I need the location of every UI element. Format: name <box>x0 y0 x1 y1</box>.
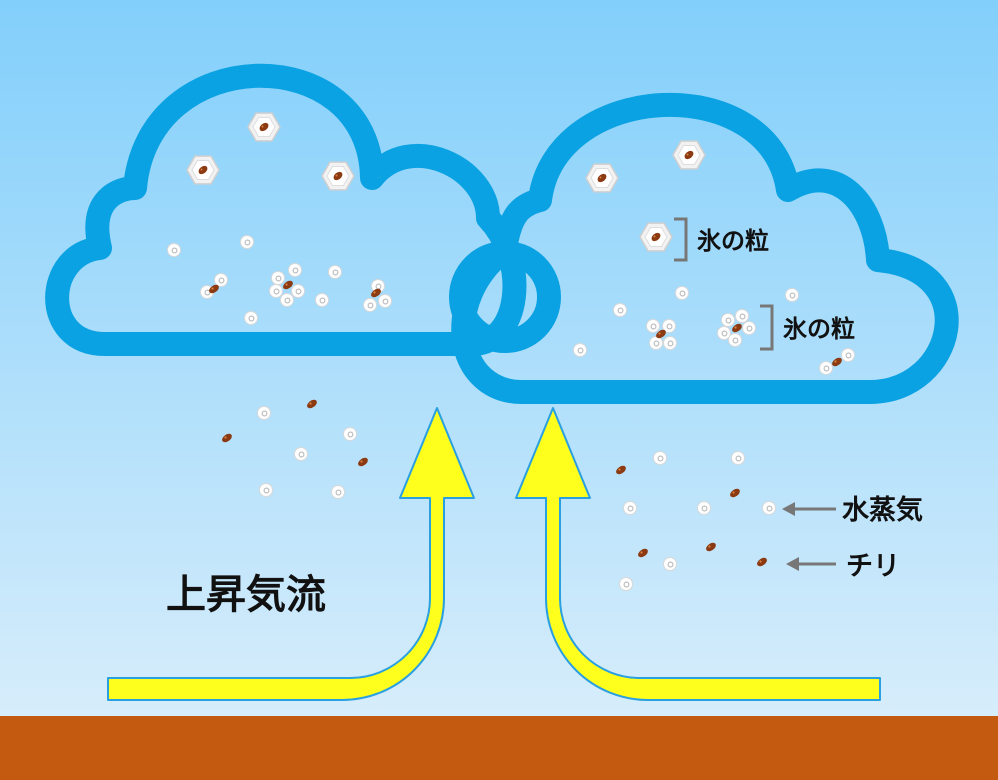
ice-particle-label-2: 氷の粒 <box>783 315 855 343</box>
ice-particle-label-1: 氷の粒 <box>697 227 769 255</box>
vapor-pointer-arrow <box>782 502 836 516</box>
cloud-right <box>449 93 959 404</box>
updraft-arrow-right <box>515 407 881 701</box>
dust-pointer-arrow <box>786 557 836 571</box>
water-vapor-label: 水蒸気 <box>842 494 923 526</box>
ice-label-bracket-1 <box>674 217 688 262</box>
updraft-label: 上昇気流 <box>166 572 326 618</box>
ice-label-bracket-2 <box>760 304 774 351</box>
ground <box>0 716 998 780</box>
updraft-arrow-left <box>107 407 475 701</box>
dust-label: チリ <box>846 551 900 582</box>
